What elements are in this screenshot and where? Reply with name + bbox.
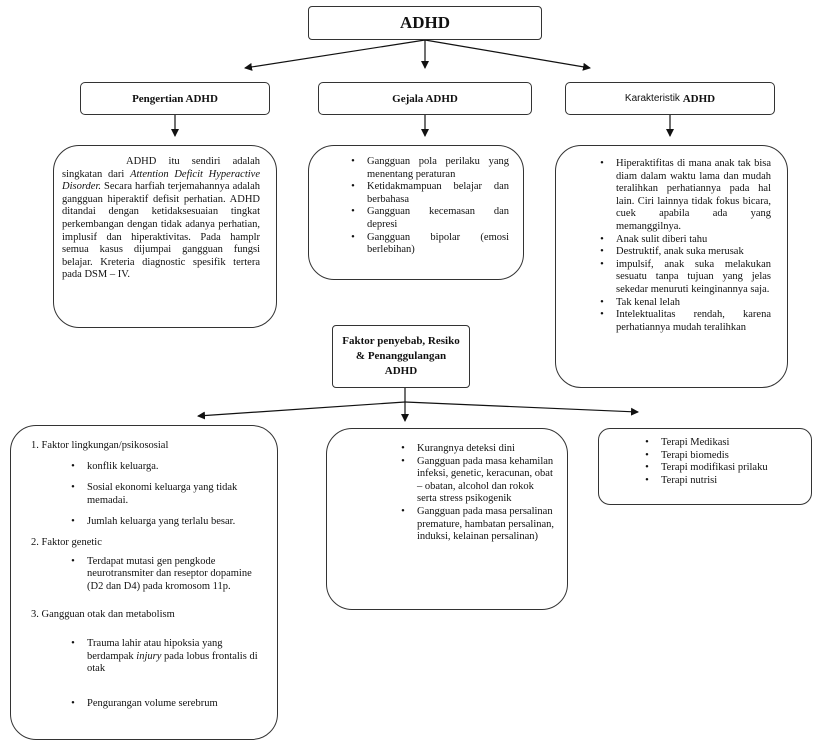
header-karakteristik-prefix: Karakteristik bbox=[624, 93, 680, 104]
bullet-icon: • bbox=[600, 296, 604, 308]
bullet-icon: • bbox=[351, 231, 355, 243]
bullet-icon: • bbox=[71, 516, 75, 528]
penanggulangan-list: •Terapi Medikasi •Terapi biomedis •Terap… bbox=[633, 437, 803, 487]
bullet-icon: • bbox=[600, 246, 604, 258]
bullet-icon: • bbox=[351, 156, 355, 167]
bullet-icon: • bbox=[401, 443, 405, 454]
penyebab-list-1: •konflik keluarga. •Sosial ekonomi kelua… bbox=[59, 461, 267, 529]
list-item: •Terapi Medikasi bbox=[633, 437, 803, 450]
penyebab-box: 1. Faktor lingkungan/psikososial •konfli… bbox=[10, 425, 278, 740]
list-item: •Kurangnya deteksi dini bbox=[389, 443, 555, 456]
penyebab-list-2: •Terdapat mutasi gen pengkode neurotrans… bbox=[59, 556, 267, 594]
bullet-icon: • bbox=[600, 233, 604, 245]
faktor-title: Faktor penyebab, Resiko & Penanggulangan… bbox=[342, 335, 460, 377]
bullet-icon: • bbox=[351, 181, 355, 193]
list-item: •Gangguan pola perilaku yang menentang p… bbox=[339, 156, 509, 181]
list-item: •Destruktif, anak suka merusak bbox=[588, 246, 771, 259]
bullet-icon: • bbox=[600, 158, 604, 169]
bullet-icon: • bbox=[645, 449, 649, 461]
list-item: •Ketidakmampuan belajar dan berbahasa bbox=[339, 181, 509, 206]
karakteristik-list: •Hiperaktifitas di mana anak tak bisa di… bbox=[588, 158, 771, 334]
pengertian-text-1: ADHD itu sendiri adalah singkatan dari bbox=[62, 156, 260, 180]
bullet-icon: • bbox=[71, 697, 75, 709]
header-karakteristik: Karakteristik ADHD bbox=[565, 82, 775, 115]
penyebab-list-3: •Trauma lahir atau hipoksia yang berdamp… bbox=[59, 638, 267, 710]
root-title: ADHD bbox=[399, 13, 451, 32]
section-heading: 1. Faktor lingkungan/psikososial bbox=[31, 440, 169, 451]
list-item: •Gangguan kecemasan dan depresi bbox=[339, 206, 509, 231]
list-item: •Gangguan pada masa persalinan premature… bbox=[389, 506, 555, 544]
list-item: •Intelektualitas rendah, karena perhatia… bbox=[588, 309, 771, 334]
list-item: •Gangguan bipolar (emosi berlebihan) bbox=[339, 232, 509, 257]
resiko-box: •Kurangnya deteksi dini •Gangguan pada m… bbox=[326, 428, 568, 610]
section-heading: 2. Faktor genetic bbox=[31, 536, 102, 548]
header-gejala-label: Gejala ADHD bbox=[392, 92, 458, 105]
bullet-icon: • bbox=[71, 555, 75, 567]
list-item: •Terdapat mutasi gen pengkode neurotrans… bbox=[59, 556, 267, 594]
header-pengertian-label: Pengertian ADHD bbox=[132, 92, 218, 105]
bullet-icon: • bbox=[645, 474, 649, 486]
bullet-icon: • bbox=[351, 206, 355, 218]
section-heading: 3. Gangguan otak dan metabolism bbox=[31, 609, 175, 621]
list-item: •impulsif, anak suka melakukan sesuatu t… bbox=[588, 259, 771, 297]
list-item: •Gangguan pada masa kehamilan infeksi, g… bbox=[389, 456, 555, 506]
bullet-icon: • bbox=[401, 505, 405, 517]
list-item: •konflik keluarga. bbox=[59, 461, 267, 474]
faktor-node: Faktor penyebab, Resiko & Penanggulangan… bbox=[332, 325, 470, 388]
karakteristik-box: •Hiperaktifitas di mana anak tak bisa di… bbox=[555, 145, 788, 388]
gejala-box: •Gangguan pola perilaku yang menentang p… bbox=[308, 145, 524, 280]
resiko-list: •Kurangnya deteksi dini •Gangguan pada m… bbox=[389, 443, 555, 544]
list-item: •Tak kenal lelah bbox=[588, 297, 771, 310]
pengertian-text-2: Secara harfiah terjemahannya adalah gang… bbox=[62, 181, 260, 281]
header-pengertian: Pengertian ADHD bbox=[80, 82, 270, 115]
bullet-icon: • bbox=[401, 455, 405, 467]
bullet-icon: • bbox=[600, 309, 604, 321]
pengertian-italic: Attention Deficit Hyperactive Disorder. bbox=[62, 168, 260, 193]
list-item: •Pengurangan volume serebrum bbox=[59, 698, 267, 711]
bullet-icon: • bbox=[600, 258, 604, 270]
root-node-adhd: ADHD bbox=[308, 6, 542, 40]
pengertian-box: ADHD itu sendiri adalah singkatan dari A… bbox=[53, 145, 277, 328]
bullet-icon: • bbox=[71, 482, 75, 494]
list-item: •Terapi nutrisi bbox=[633, 475, 803, 488]
header-gejala: Gejala ADHD bbox=[318, 82, 532, 115]
list-item: •Sosial ekonomi keluarga yang tidak mema… bbox=[59, 482, 267, 507]
bullet-icon: • bbox=[71, 637, 75, 649]
bullet-icon: • bbox=[645, 437, 649, 448]
list-item: •Trauma lahir atau hipoksia yang berdamp… bbox=[59, 638, 267, 676]
bullet-icon: • bbox=[645, 462, 649, 474]
gejala-list: •Gangguan pola perilaku yang menentang p… bbox=[339, 156, 509, 257]
list-item: •Terapi biomedis bbox=[633, 450, 803, 463]
bullet-icon: • bbox=[71, 460, 75, 472]
list-item: •Terapi modifikasi prilaku bbox=[633, 462, 803, 475]
header-karakteristik-suffix: ADHD bbox=[682, 92, 716, 105]
list-item: •Jumlah keluarga yang terlalu besar. bbox=[59, 516, 267, 529]
list-item: •Anak sulit diberi tahu bbox=[588, 234, 771, 247]
penanggulangan-box: •Terapi Medikasi •Terapi biomedis •Terap… bbox=[598, 428, 812, 505]
list-item: •Hiperaktifitas di mana anak tak bisa di… bbox=[588, 158, 771, 234]
